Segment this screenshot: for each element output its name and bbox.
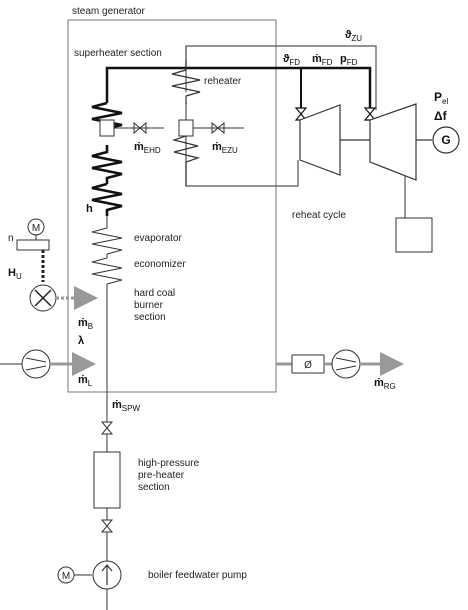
boiler-feedwater-pump-label: boiler feedwater pump [148, 570, 247, 581]
mill-motor-label: M [32, 223, 40, 234]
hp-preheater-label-1: high-pressure [138, 458, 200, 469]
damper-symbol: Ø [304, 360, 312, 371]
mb-symbol: ṁB [78, 317, 93, 331]
reheater-coil-2 [171, 130, 201, 186]
injection-valve-ezu [211, 121, 225, 135]
theta-fd-symbol: ϑFD [283, 53, 300, 67]
hp-turbine-valve [294, 107, 308, 121]
ip-turbine-valve [363, 107, 377, 121]
reheat-attemperator [178, 119, 194, 137]
theta-zu-symbol: ϑZU [345, 29, 362, 43]
hp-preheater [93, 451, 121, 509]
id-fan [331, 349, 361, 379]
cold-reheat-line [185, 102, 299, 187]
feedwater-valve-1 [100, 421, 114, 435]
ml-symbol: ṁL [78, 374, 93, 388]
hp-turbine [299, 104, 341, 176]
hard-coal-label-2: burner [134, 300, 164, 311]
reheat-cycle-label: reheat cycle [292, 210, 346, 221]
condenser [395, 217, 433, 253]
ip-turbine [369, 103, 417, 181]
superheater-section-label: superheater section [74, 48, 162, 59]
m-ehd-symbol: ṁEHD [134, 141, 161, 155]
feeder-speed-symbol: n [8, 233, 14, 244]
steam-generator-box [67, 19, 277, 393]
superheater-coil-3 [91, 182, 123, 216]
reheater-label: reheater [204, 76, 242, 87]
generator [432, 126, 460, 154]
enthalpy-symbol: h [86, 203, 93, 215]
lambda-symbol: λ [78, 335, 84, 347]
mspw-symbol: ṁSPW [112, 399, 140, 413]
reheater-coil [171, 60, 201, 104]
hu-symbol: HU [8, 267, 22, 281]
delta-f-symbol: Δf [434, 109, 448, 123]
evaporator-label: evaporator [134, 233, 182, 244]
injection-valve-ehd [133, 121, 147, 135]
m-fd-symbol: ṁFD [312, 53, 333, 67]
feedwater-valve-2 [100, 519, 114, 533]
live-steam-line [105, 66, 372, 108]
pump-motor-label: M [62, 571, 70, 582]
air-fan [21, 349, 51, 379]
p-fd-symbol: pFD [340, 53, 358, 67]
hard-coal-label-3: section [134, 312, 166, 323]
evaporator-coil [91, 216, 123, 258]
m-ezu-symbol: ṁEZU [212, 141, 238, 155]
mrg-symbol: ṁRG [374, 377, 396, 391]
steam-generator-label: steam generator [72, 6, 145, 17]
hp-attemperator [99, 119, 115, 137]
hp-preheater-label-2: pre-heater [138, 470, 185, 481]
hard-coal-label-1: hard coal [134, 288, 175, 299]
generator-label: G [441, 133, 450, 147]
p-el-symbol: Pel [434, 90, 448, 106]
hp-preheater-label-3: section [138, 482, 170, 493]
superheater-coil-2 [91, 145, 123, 184]
coal-feeder [16, 239, 50, 251]
economizer-coil [91, 257, 123, 392]
economizer-label: economizer [134, 259, 186, 270]
